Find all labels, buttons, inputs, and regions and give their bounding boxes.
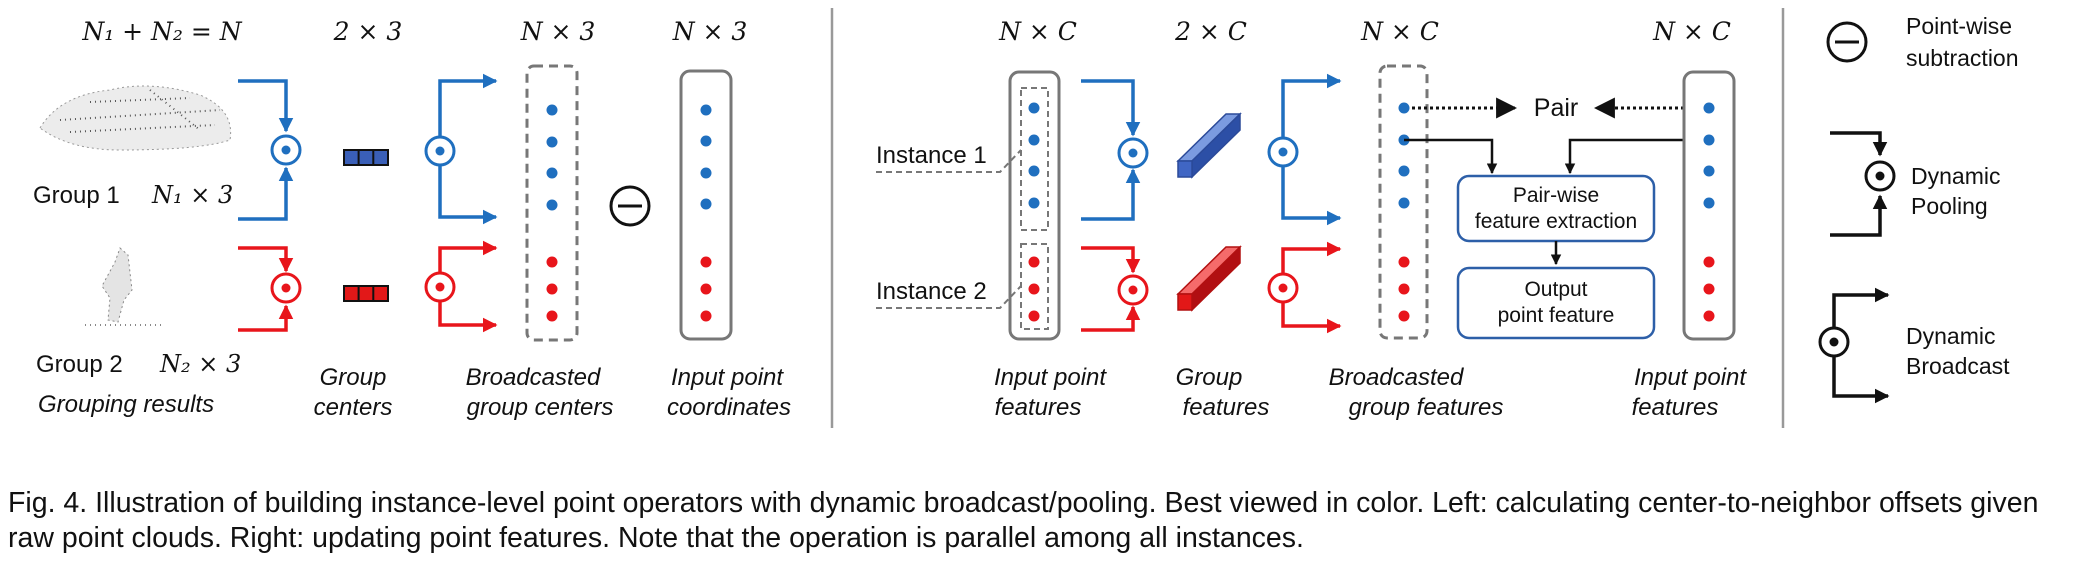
figure-caption: Fig. 4. Illustration of building instanc… xyxy=(8,487,2039,554)
pooling-arrow-red-top xyxy=(238,246,294,273)
grouping-results-label: Grouping results xyxy=(38,391,214,418)
broadcast2-op-red-dot xyxy=(1278,283,1288,293)
pooling-op-blue-dot xyxy=(281,145,291,155)
group-features-label-1: Group xyxy=(1176,364,1243,391)
group2-dim: N₂ × 3 xyxy=(159,350,241,378)
dim-group-label: 2 × C xyxy=(1174,17,1247,46)
group-feature-blue xyxy=(1176,112,1242,179)
output-box-line1: Output xyxy=(1524,278,1587,301)
broadcast2-arrow-blue-top xyxy=(1281,73,1342,137)
instance1-box xyxy=(1020,87,1049,231)
dim-centers-label: 2 × 3 xyxy=(333,17,403,46)
legend-subtraction-line2: subtraction xyxy=(1906,45,2019,71)
broadcast-arrow-blue-top xyxy=(438,73,498,136)
broadcast-op-blue-dot xyxy=(435,146,445,156)
broadcast-op-red-dot xyxy=(435,282,445,292)
input-features-right-label-1: Input point xyxy=(1634,364,1747,391)
legend-broadcast-line2: Broadcast xyxy=(1906,353,2010,379)
input-coordinates-column xyxy=(679,69,733,341)
pooling-op-red-dot xyxy=(281,283,291,293)
input-features-right-points xyxy=(1703,102,1715,322)
broadcast2-arrow-red-top xyxy=(1281,241,1342,273)
broadcast-features-points xyxy=(1398,102,1410,322)
pooling2-arrow-blue-top xyxy=(1081,79,1141,137)
pairwise-box-line2: feature extraction xyxy=(1475,210,1637,233)
pair-label: Pair xyxy=(1534,94,1578,122)
legend-pooling-arrow-top xyxy=(1830,131,1888,157)
broadcast2-arrow-blue-bottom xyxy=(1281,167,1342,226)
group1-label: Group 1 xyxy=(33,182,120,209)
instance1-leader xyxy=(876,149,1022,173)
input-features-column xyxy=(1008,70,1061,341)
legend-broadcast-line1: Dynamic xyxy=(1906,323,1995,349)
broadcast-arrow-red-top xyxy=(438,240,498,272)
group-centers-label-1: Group xyxy=(320,364,387,391)
broadcasted-features-label-2: group features xyxy=(1349,394,1504,421)
legend-pooling-dot xyxy=(1875,171,1885,181)
pooling2-op-blue-dot xyxy=(1128,148,1138,158)
dim-input-label: N × 3 xyxy=(672,17,748,46)
pooling-arrow-blue-bottom xyxy=(238,166,294,221)
broadcast-centers-column xyxy=(525,64,579,342)
broadcast-arrow-red-bottom xyxy=(438,302,498,333)
broadcast-arrow-blue-bottom xyxy=(438,166,498,225)
dim-features-label: N × C xyxy=(998,17,1077,46)
dim-broadcast-label: N × 3 xyxy=(520,17,596,46)
legend-broadcast-arrow-top xyxy=(1832,287,1890,328)
instance2-label: Instance 2 xyxy=(876,278,987,305)
pooling-arrow-blue-top xyxy=(238,79,294,133)
pairwise-box-line1: Pair-wise xyxy=(1513,184,1599,207)
pooling-arrow-red-bottom xyxy=(238,304,294,332)
group-center-blue xyxy=(343,149,389,166)
dim-total-label: N₁ + N₂ = N xyxy=(81,17,242,46)
legend-broadcast-dot xyxy=(1829,337,1839,347)
group-center-red xyxy=(343,285,389,302)
broadcast2-arrow-red-bottom xyxy=(1281,303,1342,334)
legend-subtraction-line1: Point-wise xyxy=(1906,13,2012,39)
pair-connector-right xyxy=(1564,138,1684,175)
input-features-column-right xyxy=(1682,70,1736,341)
legend-pooling-arrow-bottom xyxy=(1830,194,1888,237)
input-coordinates-label-1: Input point xyxy=(671,364,784,391)
input-coordinates-points xyxy=(700,104,712,322)
input-coordinates-label-2: coordinates xyxy=(667,394,791,421)
group2-label: Group 2 xyxy=(36,351,123,378)
pooling2-arrow-red-top xyxy=(1081,246,1141,274)
input-features-label-1: Input point xyxy=(994,364,1107,391)
instance1-label: Instance 1 xyxy=(876,142,987,169)
pooling2-op-red-dot xyxy=(1128,285,1138,295)
input-features-label-2: features xyxy=(995,394,1082,421)
broadcast-features-column xyxy=(1378,64,1429,340)
legend-pooling-line2: Pooling xyxy=(1911,193,1988,219)
instance2-leader xyxy=(876,285,1022,309)
point-cloud-car xyxy=(39,85,232,151)
pair-connector-left xyxy=(1404,138,1498,175)
group1-dim: N₁ × 3 xyxy=(151,181,233,209)
point-cloud-person xyxy=(85,247,165,326)
pooling2-arrow-blue-bottom xyxy=(1081,168,1141,221)
broadcasted-centers-label-1: Broadcasted xyxy=(466,364,601,391)
pooling2-arrow-red-bottom xyxy=(1081,305,1141,332)
legend-pooling-line1: Dynamic xyxy=(1911,163,2000,189)
input-features-right-label-2: features xyxy=(1632,394,1719,421)
group-features-label-2: features xyxy=(1183,394,1270,421)
output-box-line2: point feature xyxy=(1498,304,1615,327)
broadcast-centers-points xyxy=(546,104,558,322)
output-feature-box xyxy=(1456,266,1656,340)
figure-diagram: N₁ + N₂ = N 2 × 3 N × 3 N × 3 Group 1 N₁… xyxy=(33,8,2019,428)
group-feature-red xyxy=(1176,245,1242,312)
dim-broadcast-features-label: N × C xyxy=(1360,17,1439,46)
broadcasted-features-label-1: Broadcasted xyxy=(1329,364,1464,391)
broadcasted-centers-label-2: group centers xyxy=(467,394,614,421)
legend-broadcast-arrow-bottom xyxy=(1832,356,1890,404)
dim-features2-label: N × C xyxy=(1652,17,1731,46)
input-features-points xyxy=(1028,102,1040,322)
group-centers-label-2: centers xyxy=(314,394,393,421)
broadcast2-op-blue-dot xyxy=(1278,147,1288,157)
